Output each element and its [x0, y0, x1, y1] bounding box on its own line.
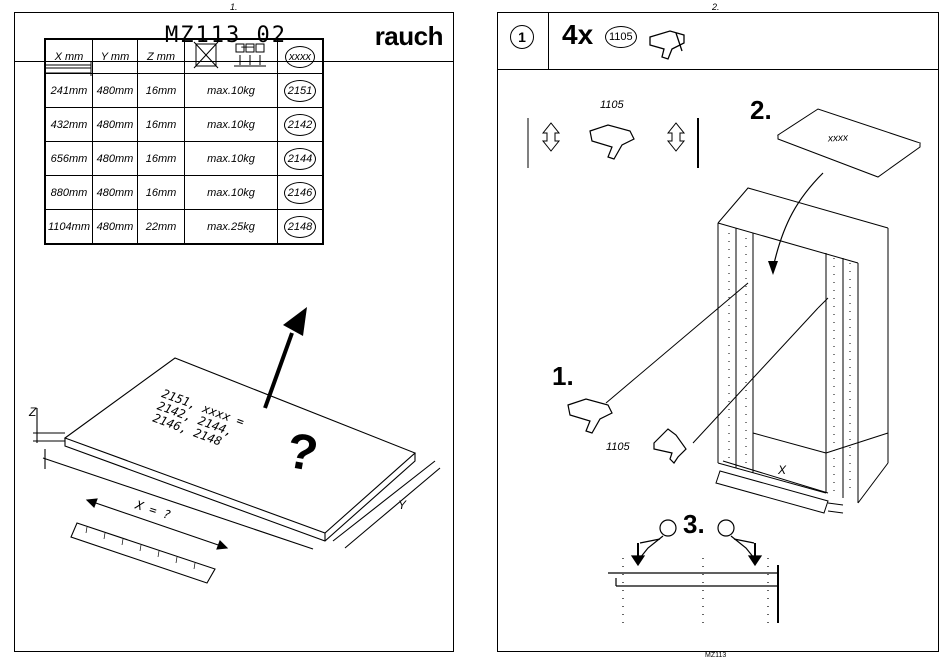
shelf-pin-icon	[590, 125, 634, 159]
page-number-right: 2.	[712, 2, 720, 12]
part-label-top: 1105	[600, 99, 624, 111]
table-row: 656mm 480mm 16mm max.10kg 2144	[45, 142, 323, 176]
cell-load: max.10kg	[185, 142, 278, 176]
id-oval: 2148	[284, 216, 316, 238]
cell-x: 656mm	[45, 142, 93, 176]
step-1-label: 1.	[552, 361, 574, 392]
id-oval-header: xxxx	[285, 46, 315, 68]
step-3-label: 3.	[683, 509, 705, 540]
cell-x: 241mm	[45, 74, 93, 108]
part-label-bottom: 1105	[606, 441, 630, 453]
cell-x: 880mm	[45, 176, 93, 210]
cell-z: 16mm	[138, 108, 185, 142]
down-arrow-icon	[773, 173, 823, 268]
table-row: 1104mm 480mm 22mm max.25kg 2148	[45, 210, 323, 245]
cell-id: 2151	[278, 74, 324, 108]
table-row: 432mm 480mm 16mm max.10kg 2142	[45, 108, 323, 142]
cell-y: 480mm	[93, 108, 138, 142]
id-oval: 2142	[284, 114, 316, 136]
id-oval: 2146	[284, 182, 316, 204]
cabinet-drawing	[716, 188, 888, 513]
board-drawing	[33, 358, 440, 583]
dim-z-label: Z	[29, 405, 36, 419]
cell-x: 432mm	[45, 108, 93, 142]
table-header-row: X mm Y mm Z mm xxxx	[45, 39, 323, 74]
right-drawing	[498, 13, 938, 651]
id-oval: 2151	[284, 80, 316, 102]
shelf-label: xxxx	[828, 132, 849, 144]
right-page: 1 4x 1105	[497, 12, 939, 652]
up-arrow-icon	[265, 307, 307, 408]
spec-table: X mm Y mm Z mm xxxx 241mm	[44, 38, 324, 245]
cell-z: 22mm	[138, 210, 185, 245]
table-row: 880mm 480mm 16mm max.10kg 2146	[45, 176, 323, 210]
dim-y-label: Y	[398, 498, 406, 512]
cell-load: max.25kg	[185, 210, 278, 245]
cell-z: 16mm	[138, 176, 185, 210]
cell-id: 2146	[278, 176, 324, 210]
left-page: MZ113_02 rauch	[14, 12, 454, 652]
cell-y: 480mm	[93, 142, 138, 176]
cell-y: 480mm	[93, 210, 138, 245]
col-z: Z mm	[138, 39, 185, 74]
cell-y: 480mm	[93, 74, 138, 108]
col-y: Y mm	[93, 39, 138, 74]
col-load-icons	[185, 39, 278, 74]
cell-id: 2148	[278, 210, 324, 245]
footer-code: MZ113	[705, 652, 726, 659]
cell-x: 1104mm	[45, 210, 93, 245]
id-oval: 2144	[284, 148, 316, 170]
shelf-pin-icon	[568, 399, 686, 463]
page-number-left: 1.	[230, 2, 238, 12]
cell-id: 2142	[278, 108, 324, 142]
col-x: X mm	[45, 39, 93, 74]
col-id: xxxx	[278, 39, 324, 74]
cell-load: max.10kg	[185, 74, 278, 108]
table-row: 241mm 480mm 16mm max.10kg 2151	[45, 74, 323, 108]
cell-y: 480mm	[93, 176, 138, 210]
step-2-label: 2.	[750, 95, 772, 126]
cell-load: max.10kg	[185, 176, 278, 210]
cell-id: 2144	[278, 142, 324, 176]
cell-z: 16mm	[138, 142, 185, 176]
no-stack-warning-icon	[186, 40, 276, 70]
dim-x-label-right: X	[778, 463, 786, 477]
cell-z: 16mm	[138, 74, 185, 108]
cell-load: max.10kg	[185, 108, 278, 142]
shelf-panel	[778, 109, 920, 177]
